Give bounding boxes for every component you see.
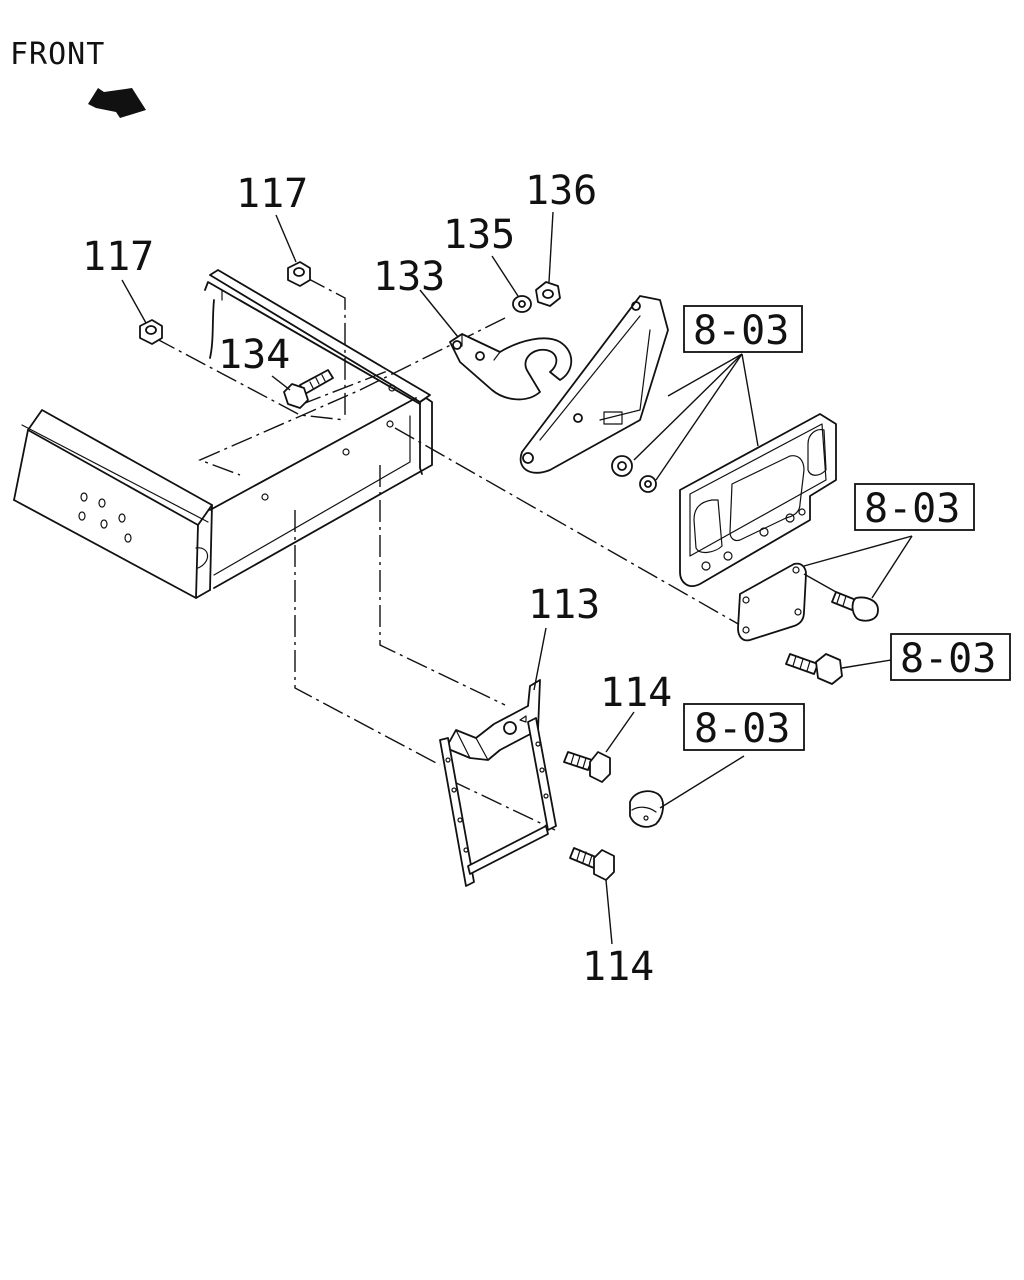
- bracket-113: 113: [439, 582, 600, 887]
- bolt-lower-right: 8-03: [785, 633, 1011, 685]
- callout-117-left: 117: [82, 234, 154, 280]
- callout-114-upper: 114: [600, 670, 672, 716]
- callout-134: 134: [218, 332, 290, 378]
- bolt-134: 134: [218, 332, 334, 409]
- bolt-upper-right: 8-03: [803, 483, 975, 622]
- rear-lamp-assembly: 8-03: [519, 295, 837, 587]
- nut-117-left: 117: [82, 234, 163, 345]
- bolt-114-upper: 114: [563, 670, 672, 783]
- callout-133: 133: [373, 254, 445, 300]
- grommet: 8-03: [629, 703, 805, 828]
- callout-136: 136: [525, 168, 597, 214]
- ref-bolt-upper-label: 8-03: [864, 486, 960, 532]
- assembly-centerlines: [154, 276, 741, 831]
- ref-box-lamp[interactable]: [683, 305, 803, 353]
- front-label: FRONT: [10, 37, 105, 72]
- ref-lamp-label: 8-03: [693, 308, 789, 354]
- callout-113: 113: [528, 582, 600, 628]
- nut-117-upper: 117: [236, 171, 311, 287]
- ref-box-grommet[interactable]: [683, 703, 805, 751]
- tow-hook-133: 133: [373, 254, 573, 401]
- callout-117-upper: 117: [236, 171, 308, 217]
- callout-135: 135: [443, 212, 515, 258]
- lamp-mounting-plate: [737, 562, 807, 642]
- washer-135: 135: [443, 212, 532, 313]
- bolt-114-lower: 114: [569, 847, 654, 990]
- ref-grommet-label: 8-03: [694, 706, 790, 752]
- frame-rail: [13, 269, 433, 599]
- ref-box-bolt-lower[interactable]: [890, 633, 1011, 681]
- ref-box-bolt-upper[interactable]: [854, 483, 975, 531]
- callout-114-lower: 114: [582, 944, 654, 990]
- nut-136: 136: [525, 168, 597, 307]
- ref-bolt-lower-label: 8-03: [900, 636, 996, 682]
- front-arrow-icon: [88, 88, 146, 118]
